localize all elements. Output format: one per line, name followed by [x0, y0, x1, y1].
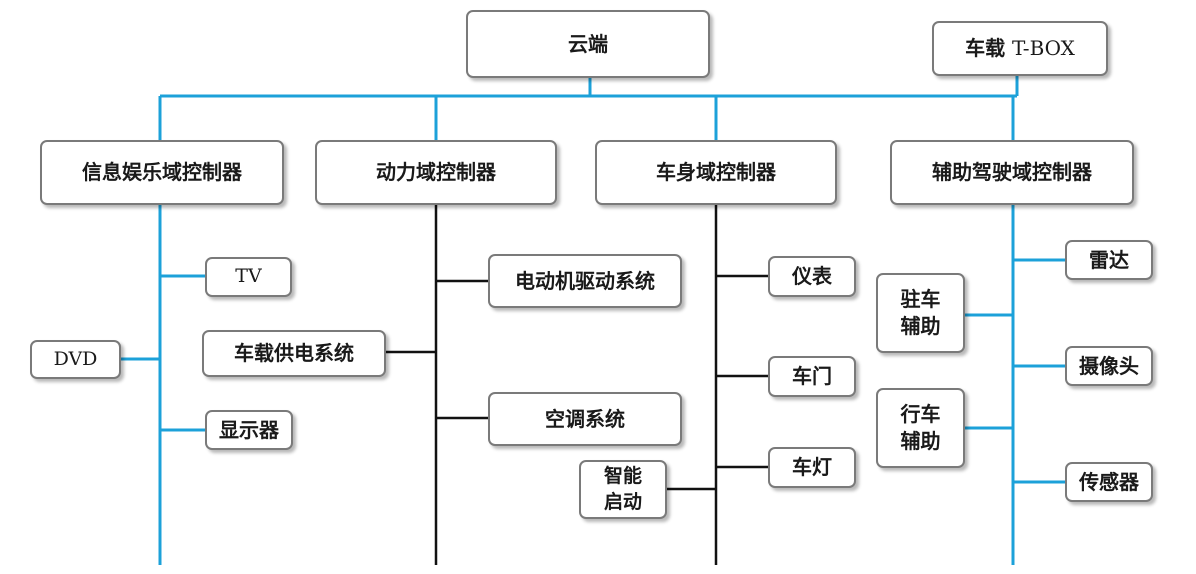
adas-controller: 辅助驾驶域控制器 [890, 140, 1134, 205]
parking-assist-label: 驻车 辅助 [900, 287, 941, 338]
motor-drive-node: 电动机驱动系统 [488, 254, 682, 308]
air-conditioning-label: 空调系统 [545, 406, 625, 431]
power-supply-node: 车载供电系统 [202, 330, 386, 377]
driving-assist-label: 行车 辅助 [900, 402, 941, 453]
tv-label: TV [235, 265, 262, 288]
air-conditioning-node: 空调系统 [488, 392, 682, 446]
instrument-label: 仪表 [792, 264, 832, 288]
powertrain-controller: 动力域控制器 [315, 140, 557, 205]
door-label: 车门 [792, 364, 832, 388]
body-controller: 车身域控制器 [595, 140, 837, 205]
power-supply-label: 车载供电系统 [234, 341, 354, 365]
lights-node: 车灯 [768, 447, 856, 488]
radar-node: 雷达 [1065, 240, 1153, 280]
radar-label: 雷达 [1089, 247, 1129, 272]
driving-assist-node: 行车 辅助 [876, 388, 965, 468]
smart-start-label: 智能 启动 [603, 464, 642, 513]
door-node: 车门 [768, 356, 856, 397]
adas-label: 辅助驾驶域控制器 [932, 160, 1092, 184]
infotainment-label: 信息娱乐域控制器 [82, 160, 242, 184]
smart-start-node: 智能 启动 [579, 460, 667, 519]
tv-node: TV [205, 257, 292, 297]
motor-drive-label: 电动机驱动系统 [515, 268, 655, 293]
sensor-node: 传感器 [1065, 462, 1153, 502]
sensor-label: 传感器 [1079, 469, 1139, 494]
body-label: 车身域控制器 [656, 160, 776, 184]
dvd-label: DVD [53, 347, 98, 370]
camera-label: 摄像头 [1079, 353, 1139, 378]
parking-assist-node: 驻车 辅助 [876, 273, 965, 353]
display-label: 显示器 [219, 417, 279, 442]
display-node: 显示器 [205, 410, 293, 450]
tbox-node: 车载 T-BOX [932, 21, 1108, 76]
lights-label: 车灯 [792, 455, 832, 479]
camera-node: 摄像头 [1065, 346, 1153, 386]
tbox-label-prefix: 车载 [965, 36, 1006, 60]
infotainment-controller: 信息娱乐域控制器 [40, 140, 284, 205]
cloud-label: 云端 [568, 31, 608, 56]
powertrain-label: 动力域控制器 [376, 160, 496, 184]
dvd-node: DVD [30, 340, 121, 379]
instrument-node: 仪表 [768, 256, 856, 297]
cloud-node: 云端 [466, 10, 710, 78]
tbox-label-suffix: T-BOX [1012, 36, 1075, 60]
